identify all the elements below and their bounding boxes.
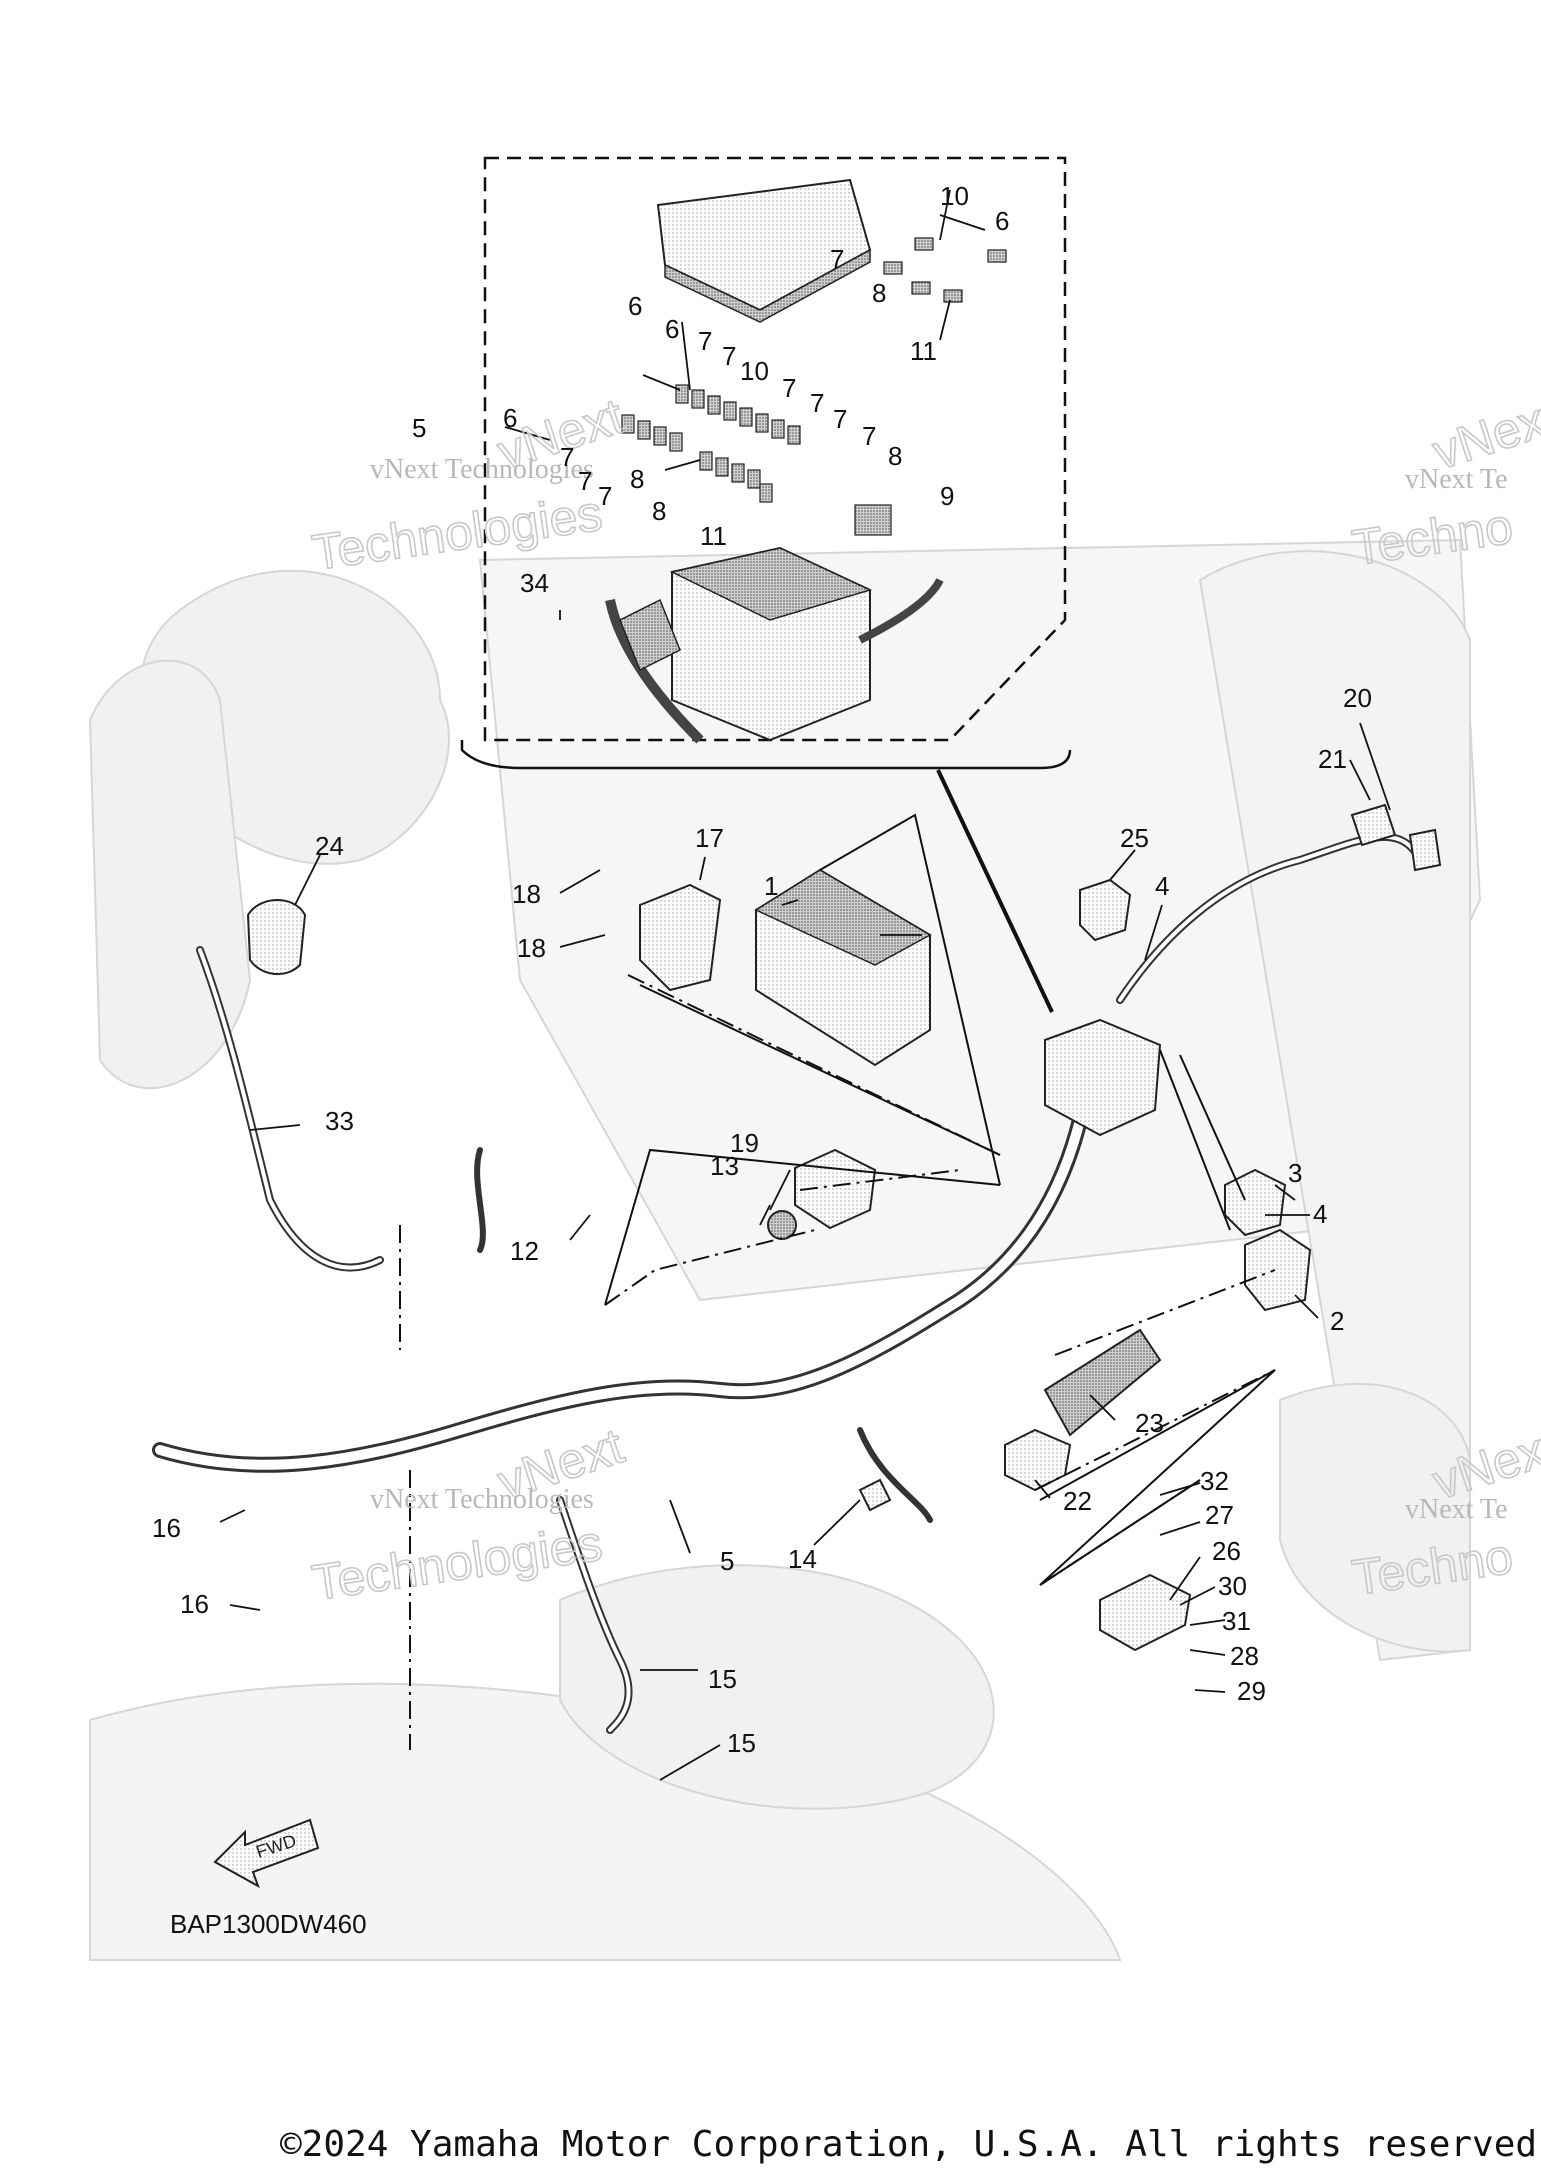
callout: 7	[598, 481, 612, 511]
starter-relay	[1244, 1228, 1312, 1312]
callout: 19	[730, 1128, 759, 1158]
callout: 9	[940, 481, 954, 511]
callout: 6	[995, 206, 1009, 236]
callout: 7	[830, 244, 844, 274]
callout: 15	[708, 1664, 737, 1694]
svg-text:vNext Te: vNext Te	[1405, 464, 1508, 495]
callout: 1	[764, 871, 778, 901]
assembly-lines	[399, 974, 1276, 1750]
callout: 10	[940, 181, 969, 211]
inset-leader	[936, 769, 1054, 1013]
callout: 30	[1218, 1571, 1247, 1601]
callout: 5	[720, 1546, 734, 1576]
callout: 21	[1318, 744, 1347, 774]
fuse-box-cover	[656, 178, 872, 323]
callout: 24	[315, 831, 344, 861]
svg-text:vNext Te: vNext Te	[1405, 1494, 1508, 1525]
connector-20	[1408, 828, 1442, 872]
callout: 18	[512, 879, 541, 909]
callout: 22	[1063, 1486, 1092, 1516]
callout: 15	[727, 1728, 756, 1758]
callout: 6	[628, 291, 642, 321]
callout: 32	[1200, 1466, 1229, 1496]
callout: 7	[698, 326, 712, 356]
callout-labels: 1 2 3 4 4 5 5 6 6 6 6 7 7 7 7 7 7 7 7 7 …	[152, 181, 1372, 1758]
callout: 7	[578, 466, 592, 496]
watermark-3: vNext vNext Technologies Technologies	[308, 1417, 631, 1612]
connector-23	[1043, 1328, 1162, 1437]
assembly-lines-solid	[604, 813, 1276, 1586]
callout: 25	[1120, 823, 1149, 853]
callout: 13	[710, 1151, 739, 1181]
callout: 12	[510, 1236, 539, 1266]
callout: 2	[1330, 1306, 1344, 1336]
callout: 5	[412, 413, 426, 443]
callout: 7	[810, 388, 824, 418]
callout: 6	[665, 314, 679, 344]
unit-26	[1099, 1573, 1192, 1652]
callout: 6	[503, 403, 517, 433]
callout: 27	[1205, 1500, 1234, 1530]
svg-text:vNext Technologies: vNext Technologies	[370, 1484, 594, 1515]
inset-frame	[483, 156, 1067, 742]
callout: 26	[1212, 1536, 1241, 1566]
vehicle-background	[88, 538, 1482, 1961]
callout: 28	[1230, 1641, 1259, 1671]
callout: 31	[1222, 1606, 1251, 1636]
main-harness	[152, 833, 1424, 1734]
callout: 11	[700, 521, 727, 551]
callout: 4	[1313, 1199, 1327, 1229]
callout: 3	[1288, 1158, 1302, 1188]
callout: 8	[630, 464, 644, 494]
fuse-box-body	[605, 546, 944, 744]
callout: 7	[862, 421, 876, 451]
callout: 33	[325, 1106, 354, 1136]
connector-24	[246, 899, 307, 976]
svg-text:Techno: Techno	[1349, 498, 1516, 576]
svg-text:Technologies: Technologies	[309, 1515, 606, 1611]
inset-bracket	[460, 740, 1072, 770]
callout: 7	[722, 341, 736, 371]
callout: 16	[180, 1589, 209, 1619]
callout: 7	[782, 373, 796, 403]
diagram-code: BAP1300DW460	[170, 1909, 367, 1939]
callout: 10	[740, 356, 769, 386]
ecu-unit	[754, 868, 932, 1067]
callout: 8	[872, 278, 886, 308]
callout: 4	[1155, 871, 1169, 901]
callout: 34	[520, 568, 549, 598]
svg-text:vNext Technologies: vNext Technologies	[370, 454, 594, 485]
fuse-set	[621, 237, 1007, 536]
leader-lines	[219, 189, 1391, 1781]
callout: 7	[560, 442, 574, 472]
relay-17	[639, 883, 722, 992]
callout: 16	[152, 1513, 181, 1543]
callout: 7	[833, 404, 847, 434]
fwd-arrow: FWD	[213, 1818, 320, 1889]
callout: 18	[517, 933, 546, 963]
copyright-notice: ©2024 Yamaha Motor Corporation, U.S.A. A…	[280, 2124, 1538, 2165]
relay-3	[1224, 1168, 1287, 1237]
callout: 11	[910, 336, 937, 366]
connector-25	[1079, 878, 1132, 942]
callout: 20	[1343, 683, 1372, 713]
callout: 29	[1237, 1676, 1266, 1706]
callout: 8	[888, 441, 902, 471]
callout: 8	[652, 496, 666, 526]
callout: 14	[788, 1544, 817, 1574]
callout: 23	[1135, 1408, 1164, 1438]
connector-22	[1004, 1428, 1072, 1492]
connector-21	[1350, 803, 1397, 847]
watermark-2: vNext vNext Te Techno	[1348, 387, 1541, 577]
clamp-14	[858, 1478, 892, 1512]
fuse-box-main	[1044, 1018, 1162, 1137]
callout: 17	[695, 823, 724, 853]
